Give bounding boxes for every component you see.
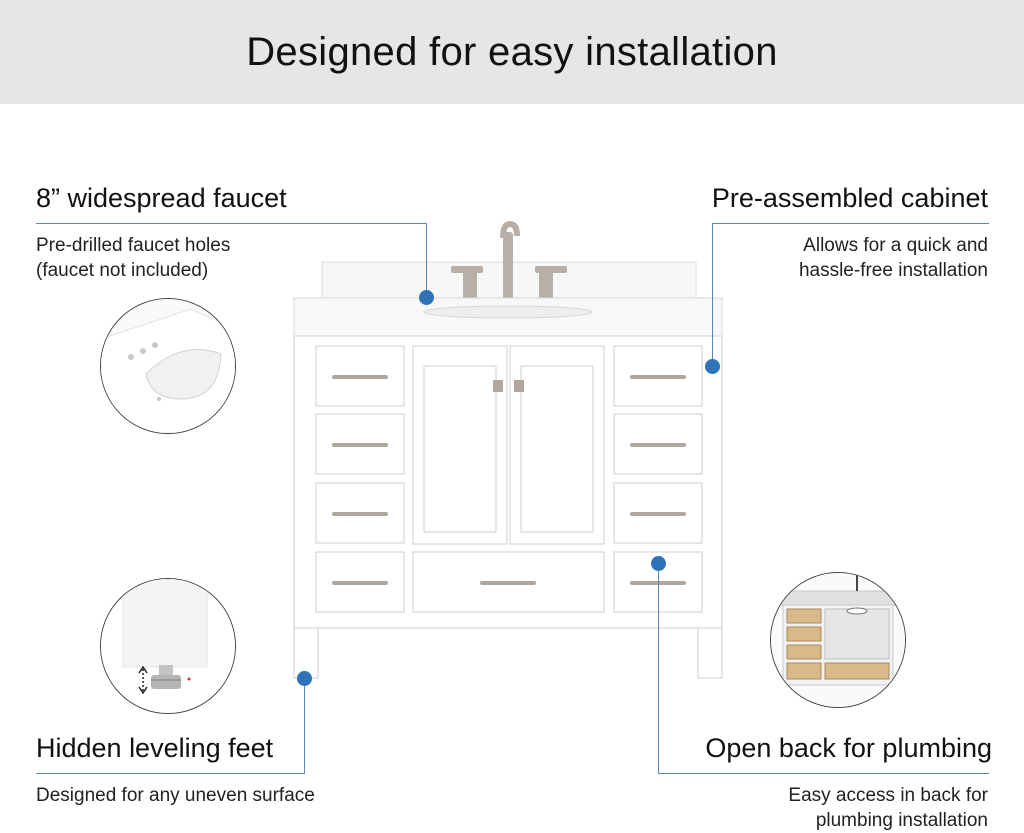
open-back-cabinet-icon xyxy=(770,572,906,708)
faucet-connector-line xyxy=(36,223,427,297)
faucet-icon xyxy=(451,220,567,300)
leveling-foot-icon xyxy=(100,578,236,714)
faucet-feature-title: 8” widespread faucet xyxy=(36,183,287,213)
left-leg xyxy=(293,627,319,679)
cabinet-desc-line-1: Allows for a quick and xyxy=(803,235,988,256)
faucet-desc-line-1: Pre-drilled faucet holes xyxy=(36,235,231,256)
cabinet-marker-dot xyxy=(705,359,720,374)
center-doors xyxy=(412,345,605,545)
feet-desc-line-1: Designed for any uneven surface xyxy=(36,785,315,806)
back-desc-line-1: Easy access in back for xyxy=(788,785,988,806)
faucet-desc-line-2: (faucet not included) xyxy=(36,260,209,281)
back-feature-desc: Easy access in back for plumbing install… xyxy=(788,783,988,833)
back-desc-line-2: plumbing installation xyxy=(815,810,988,831)
faucet-marker-dot xyxy=(419,290,434,305)
feet-feature-desc: Designed for any uneven surface xyxy=(36,783,315,808)
header-banner: Designed for easy installation xyxy=(0,0,1024,104)
cabinet-connector-line xyxy=(712,223,989,366)
feet-marker-dot xyxy=(297,671,312,686)
back-marker-dot xyxy=(651,556,666,571)
drawer-handles xyxy=(332,375,686,585)
back-feature-title: Open back for plumbing xyxy=(705,733,992,763)
feet-connector-line xyxy=(36,678,305,774)
cabinet-desc-line-2: hassle-free installation xyxy=(798,260,988,281)
page-title: Designed for easy installation xyxy=(246,29,778,74)
faucet-feature-desc: Pre-drilled faucet holes (faucet not inc… xyxy=(36,233,230,283)
feet-feature-title: Hidden leveling feet xyxy=(36,733,274,763)
sink-closeup-icon xyxy=(100,298,236,434)
right-leg xyxy=(697,627,723,679)
sink-opening xyxy=(423,305,593,319)
cabinet-feature-title: Pre-assembled cabinet xyxy=(711,183,988,213)
back-connector-line xyxy=(658,570,989,774)
cabinet-feature-desc: Allows for a quick and hassle-free insta… xyxy=(799,233,988,283)
